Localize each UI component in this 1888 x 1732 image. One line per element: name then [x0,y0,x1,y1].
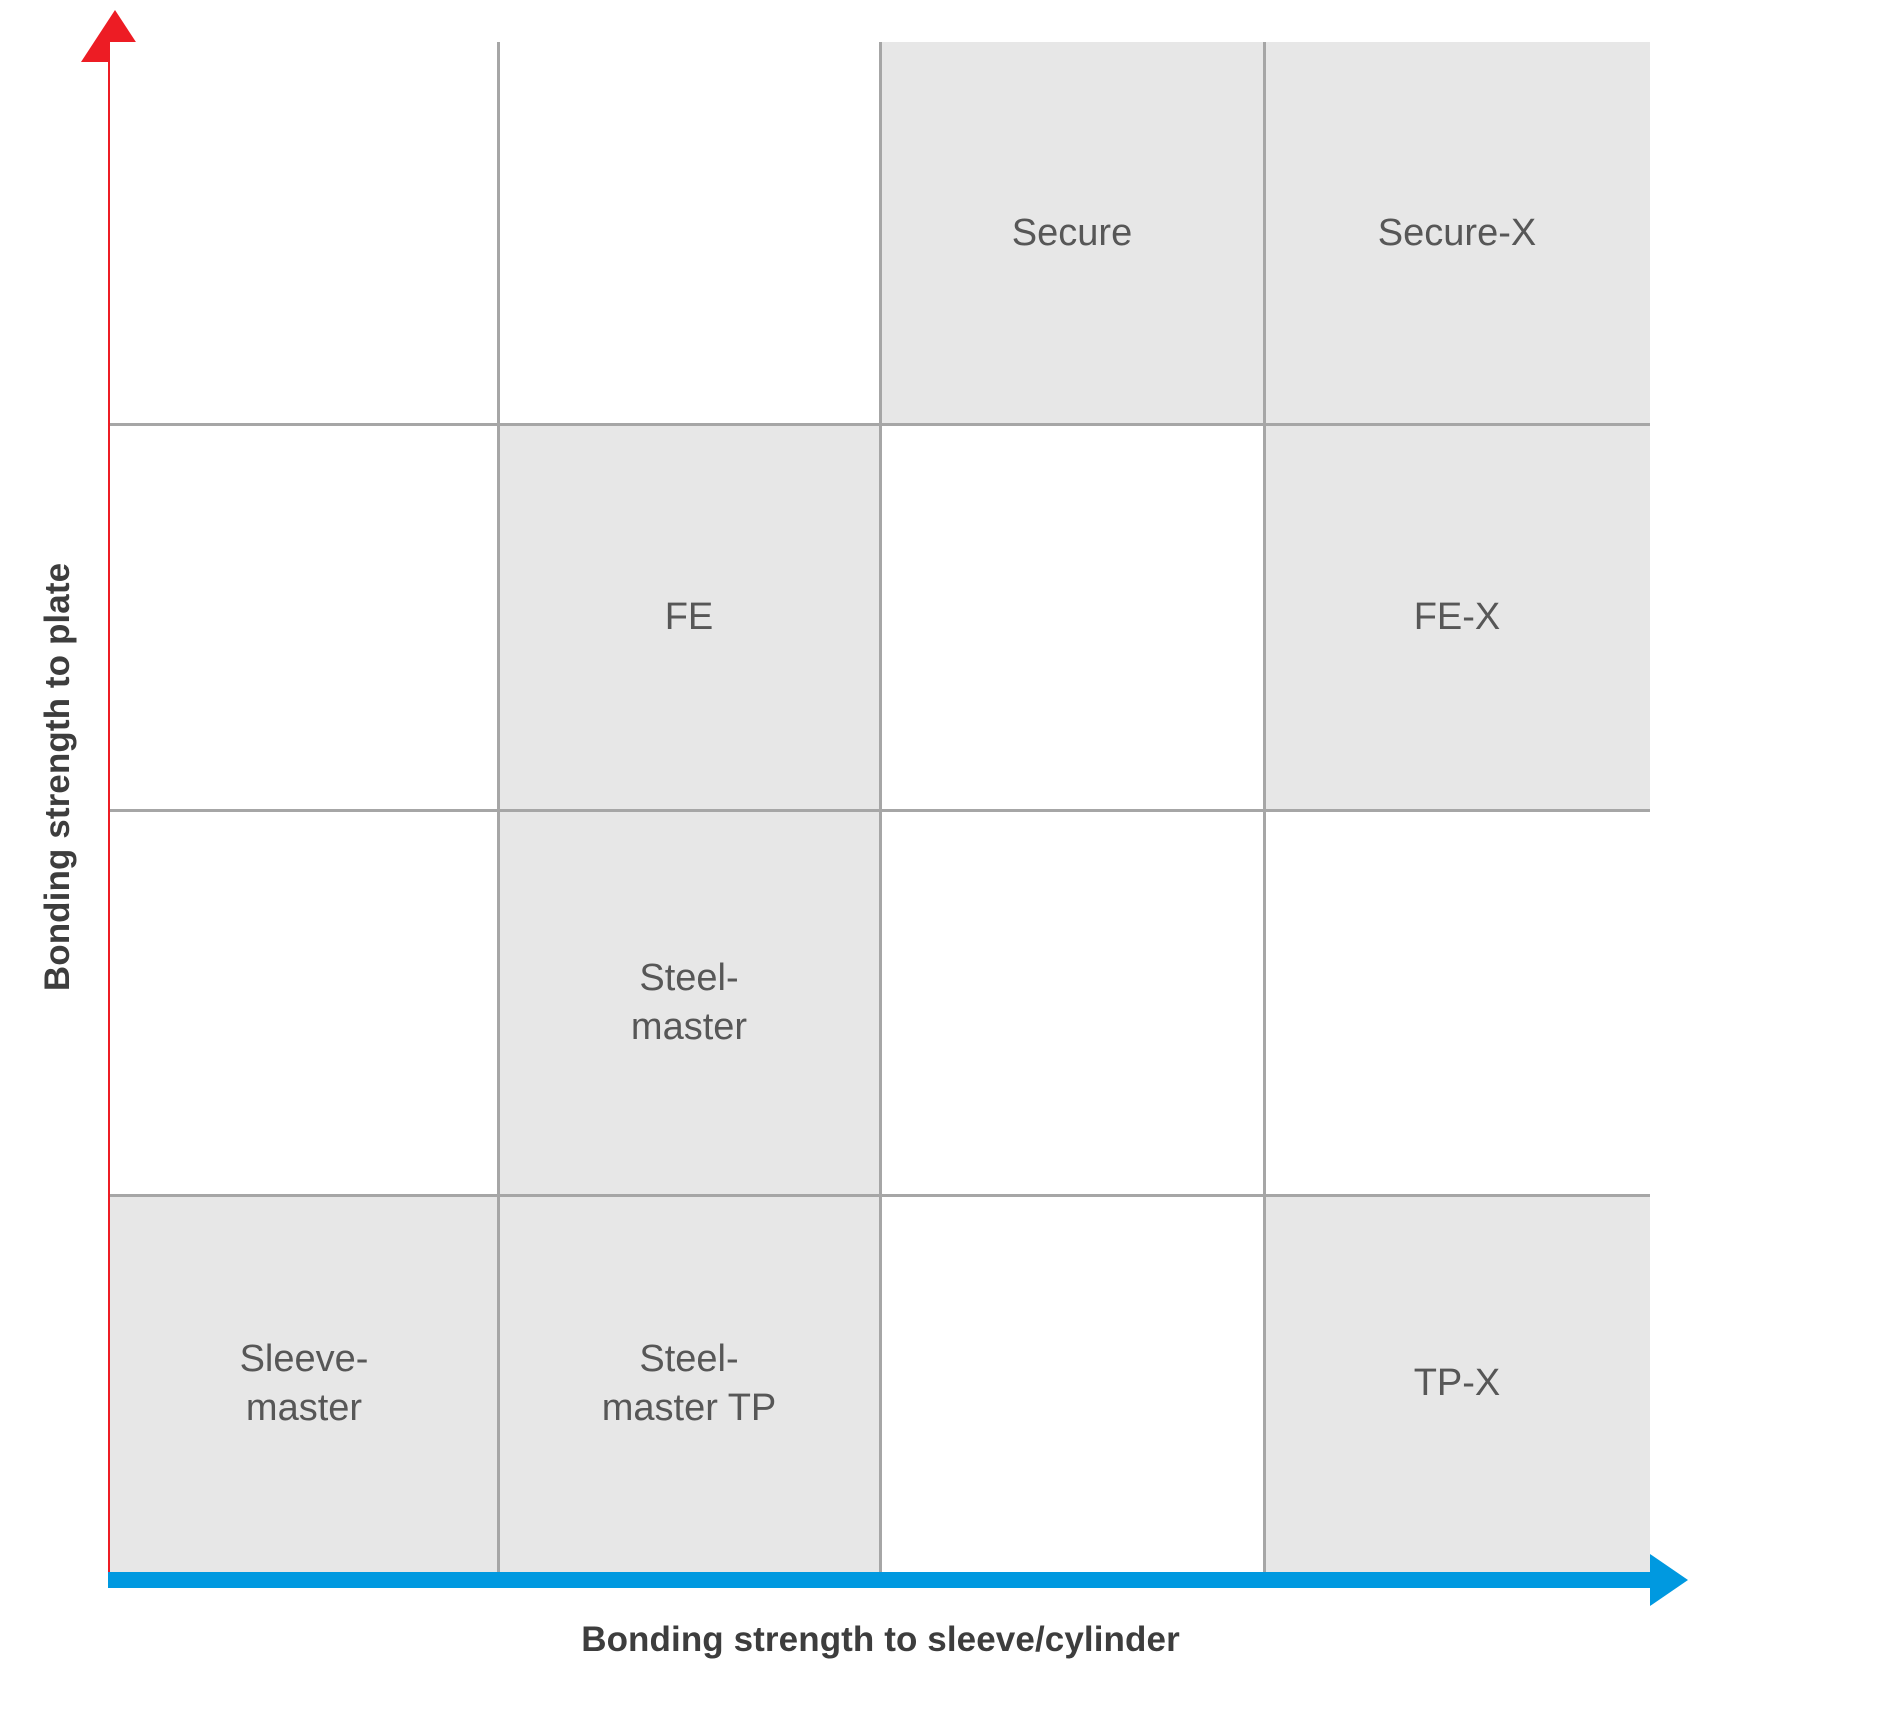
matrix-gridline-vertical [879,42,882,1572]
matrix-cell-sleeve--master[interactable]: Sleeve- master [110,1195,498,1572]
matrix-cell-label: FE-X [1413,595,1501,638]
matrix-cell-secure[interactable]: Secure [880,42,1264,424]
arrow-right-icon [1650,1554,1688,1606]
x-axis-title: Bonding strength to sleeve/cylinder [581,1620,1180,1659]
matrix-cell-empty [498,42,880,424]
matrix-gridline-vertical [1263,42,1266,1572]
matrix-cell-empty [880,810,1264,1195]
matrix-cell-label: FE [664,595,714,638]
matrix-cell-label: Secure [1011,211,1133,254]
matrix-cell-empty [110,424,498,810]
matrix-cell-empty [880,424,1264,810]
matrix-cell-label: Sleeve- master [239,1337,369,1429]
x-axis-line [108,1572,1653,1588]
matrix-cell-label: TP-X [1413,1362,1501,1405]
matrix-cell-steel--master-tp[interactable]: Steel- master TP [498,1195,880,1572]
matrix-cell-label: Secure-X [1377,211,1537,254]
matrix-cell-empty [880,1195,1264,1572]
y-axis-title: Bonding strength to plate [38,562,77,992]
matrix-cell-empty [110,810,498,1195]
matrix-cell-secure-x[interactable]: Secure-X [1264,42,1650,424]
matrix-cell-empty [1264,810,1650,1195]
matrix-cell-fe-x[interactable]: FE-X [1264,424,1650,810]
matrix-gridline-vertical [497,42,500,1572]
matrix-cell-tp-x[interactable]: TP-X [1264,1195,1650,1572]
matrix-cell-empty [110,42,498,424]
matrix-cell-label: Steel- master [630,956,748,1048]
matrix-cell-fe[interactable]: FE [498,424,880,810]
matrix-cell-label: Steel- master TP [601,1337,777,1429]
matrix-cell-steel--master[interactable]: Steel- master [498,810,880,1195]
